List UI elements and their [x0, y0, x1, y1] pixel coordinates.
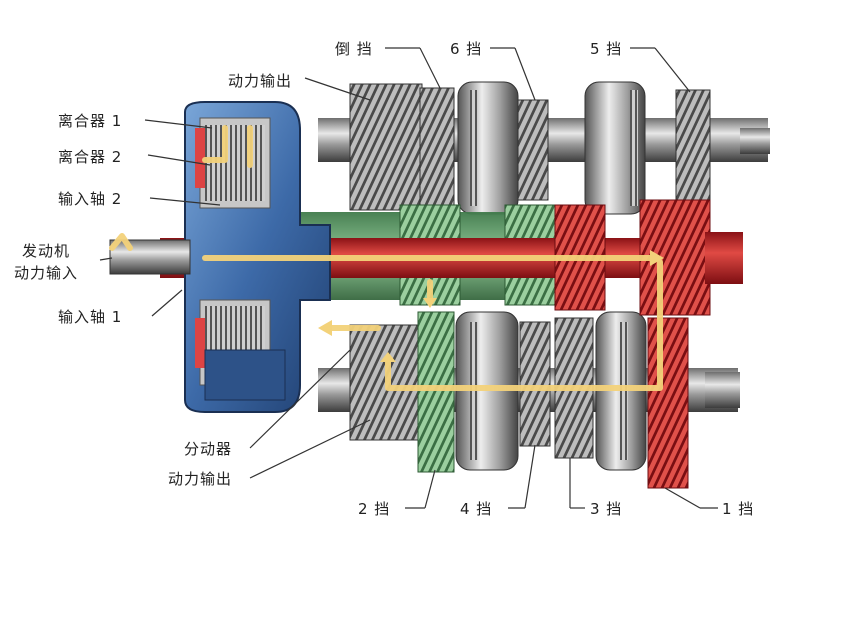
label-clutch-2: 离合器 2 — [58, 148, 123, 166]
label-input-shaft-1: 输入轴 1 — [58, 308, 123, 326]
label-first-gear: 1 挡 — [722, 500, 755, 518]
label-fourth-gear: 4 挡 — [460, 500, 493, 518]
label-third-gear: 3 挡 — [590, 500, 623, 518]
label-engine-input-line2: 动力输入 — [14, 264, 79, 282]
label-second-gear: 2 挡 — [358, 500, 391, 518]
label-fifth-gear: 5 挡 — [590, 40, 623, 58]
label-sixth-gear: 6 挡 — [450, 40, 483, 58]
power-flow-arrows — [109, 125, 663, 391]
label-clutch-1: 离合器 1 — [58, 112, 123, 130]
leader-lines — [99, 47, 718, 509]
engine-input-shaft — [109, 239, 191, 275]
label-differential: 分动器 — [184, 440, 233, 458]
label-input-shaft-2: 输入轴 2 — [58, 190, 123, 208]
label-power-output-top: 动力输出 — [228, 72, 293, 90]
lower-output-shaft — [318, 311, 740, 489]
label-reverse-gear: 倒 挡 — [335, 40, 373, 58]
label-power-output-bottom: 动力输出 — [168, 470, 233, 488]
label-engine-input-line1: 发动机 — [22, 242, 71, 260]
upper-output-shaft — [318, 81, 770, 215]
arrow-heads — [318, 250, 664, 362]
